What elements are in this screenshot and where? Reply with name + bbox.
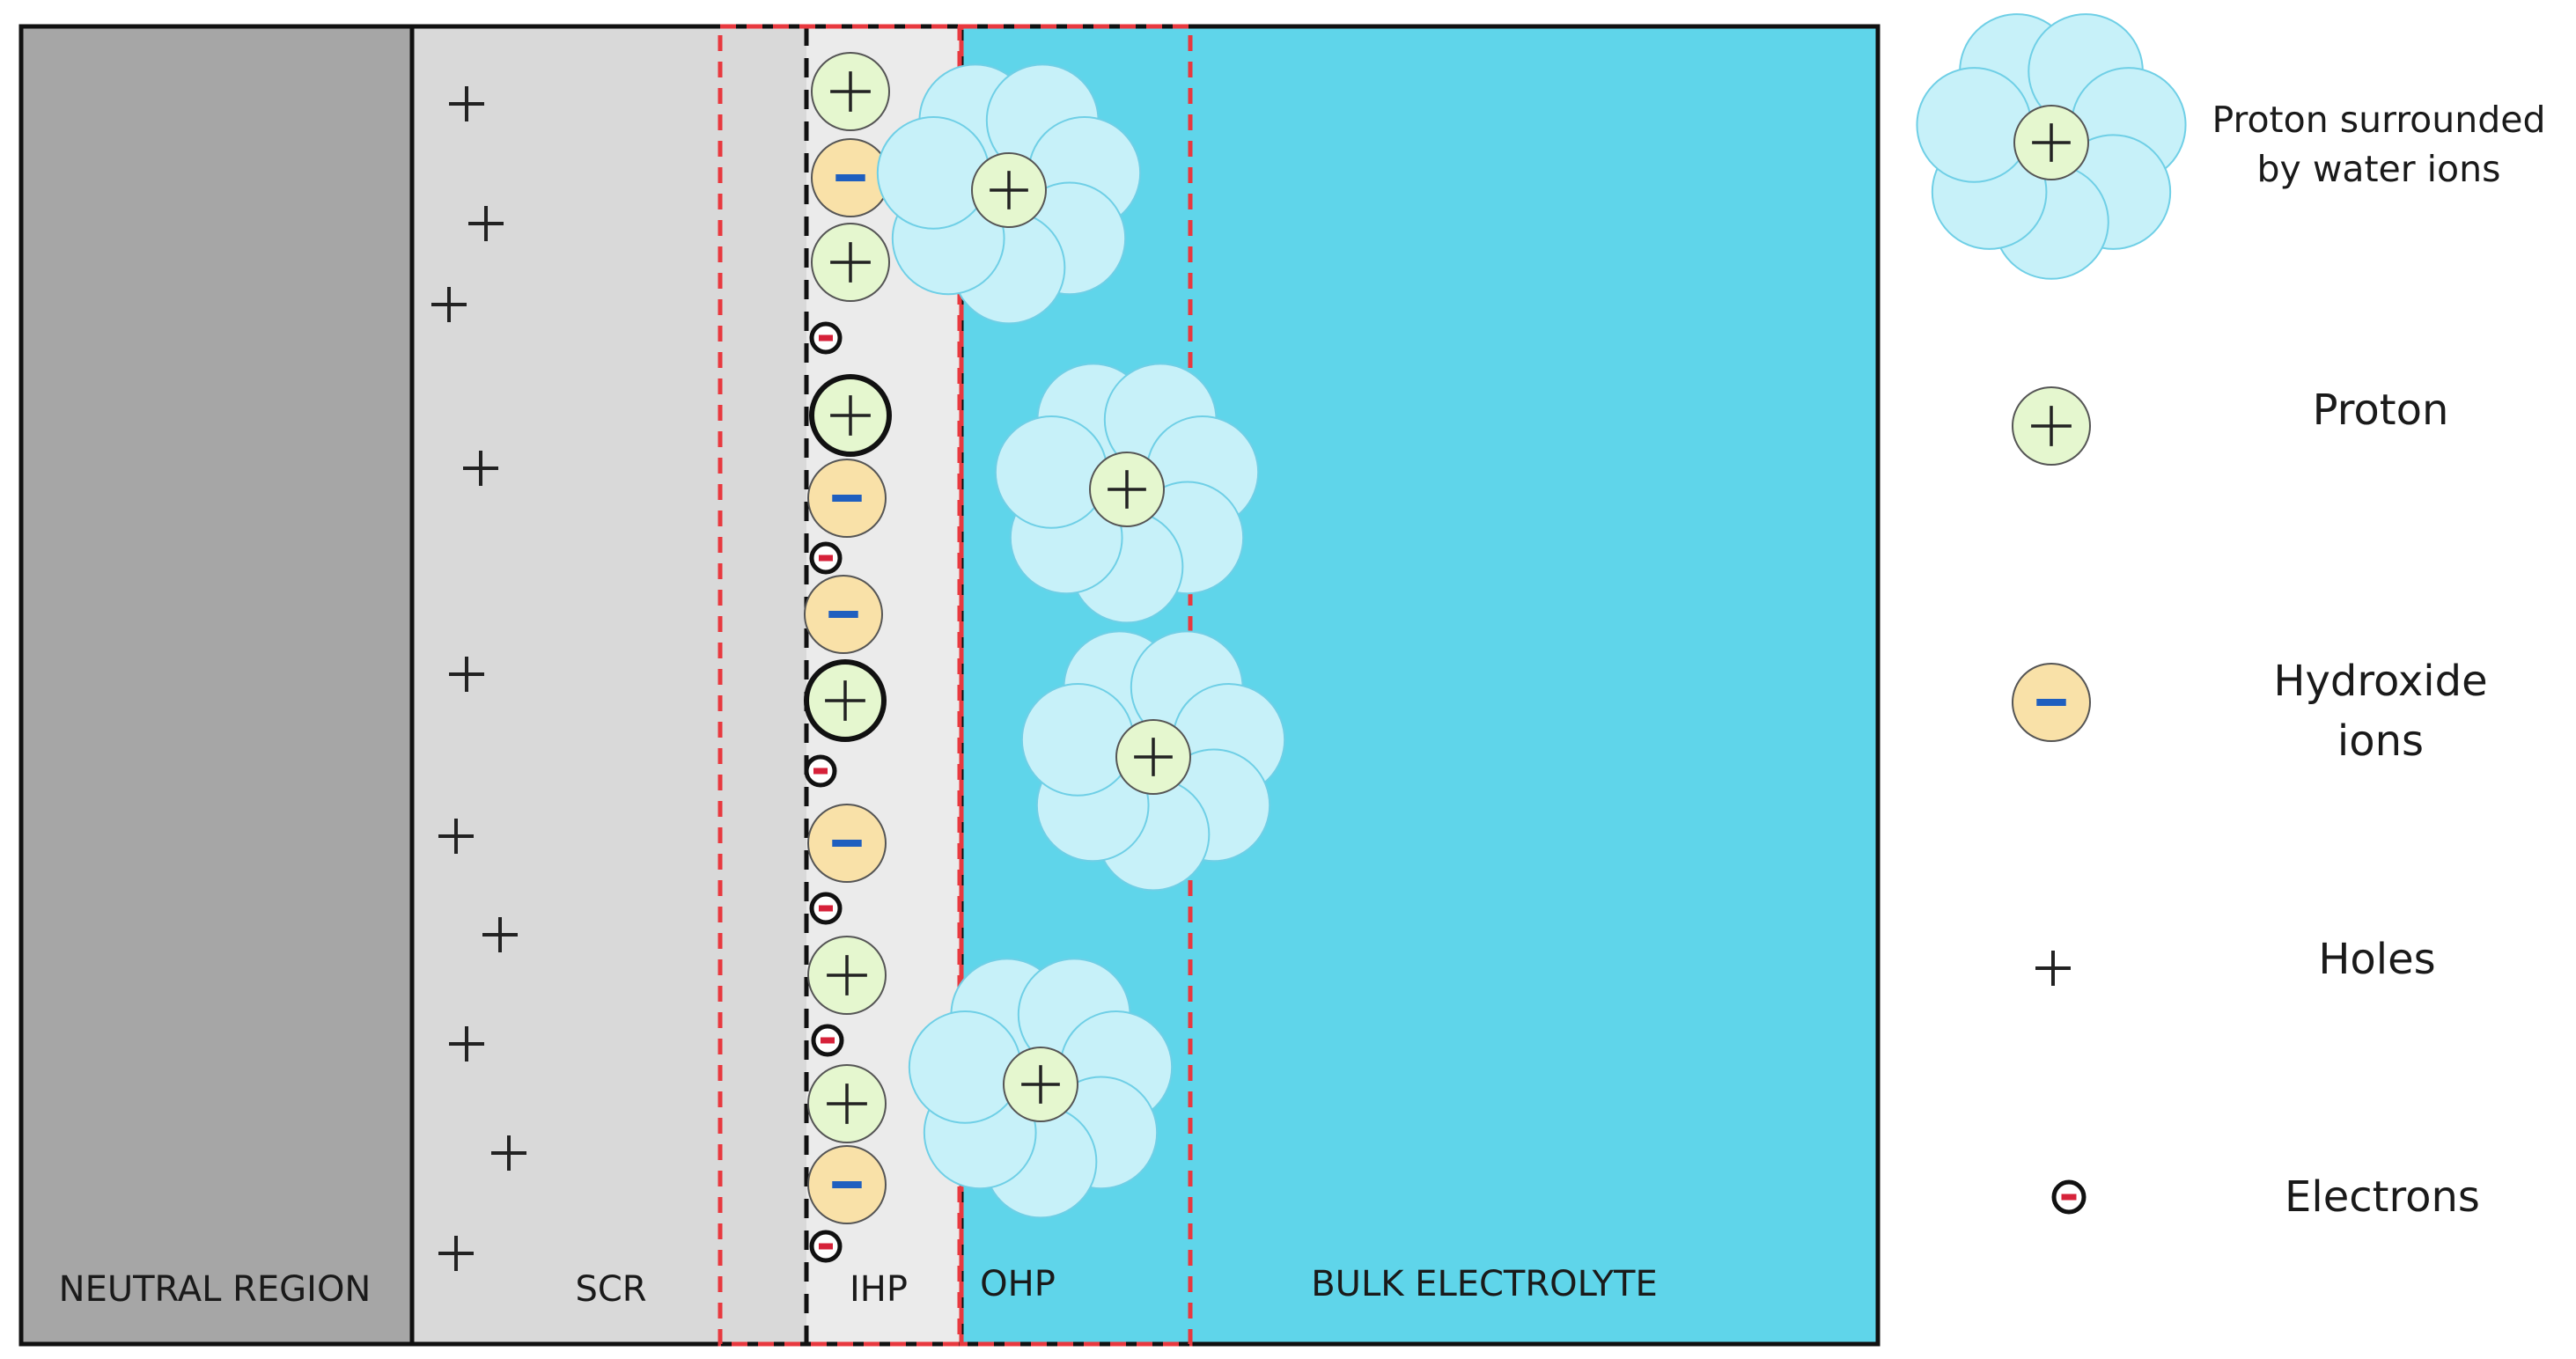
legend-proton-label: Proton <box>2313 386 2449 435</box>
hydrated-core-proton <box>971 152 1047 228</box>
ihp-proton <box>804 659 887 742</box>
scr-region <box>412 26 806 1344</box>
water-molecule <box>908 1010 1022 1124</box>
proton-plus <box>830 242 871 283</box>
ihp-label: IHP <box>850 1269 908 1310</box>
legend-proton <box>2012 386 2091 466</box>
neutral-region-label: NEUTRAL REGION <box>59 1269 372 1310</box>
surface-electron <box>804 754 837 788</box>
ihp-hydroxide <box>807 1145 887 1224</box>
proton-plus <box>827 1084 867 1124</box>
legend-holes-label: Holes <box>2318 935 2435 984</box>
hydrated-proton <box>908 958 1174 1219</box>
proton-plus <box>990 171 1028 209</box>
hole-icon <box>482 917 518 952</box>
hole-icon <box>449 1026 484 1061</box>
legend-hydrated-proton <box>1916 13 2187 280</box>
proton-plus <box>1108 470 1146 509</box>
proton-plus <box>830 71 871 112</box>
legend-hydrated-proton-line2: by water ions <box>2257 148 2501 190</box>
ihp-proton <box>811 52 890 131</box>
ihp-hydroxide <box>807 804 887 883</box>
ohp-dashed-box <box>959 24 1193 1347</box>
ihp-proton <box>809 374 892 457</box>
surface-electron <box>809 1230 843 1263</box>
hydrated-core-proton <box>1089 452 1165 527</box>
hydrated-proton <box>876 63 1142 325</box>
hydrated-core-proton <box>1003 1047 1078 1122</box>
proton-plus <box>827 955 867 995</box>
hole-icon <box>468 206 504 241</box>
legend-hole-icon <box>2035 951 2071 986</box>
proton-plus <box>825 680 865 721</box>
proton-plus <box>1134 738 1173 776</box>
hole-icon <box>463 451 498 486</box>
surface-electron <box>809 892 843 925</box>
legend-hole <box>2035 951 2071 986</box>
legend-proton-icon <box>2012 386 2091 466</box>
surface-electron <box>811 1024 844 1057</box>
ihp-proton <box>807 1064 887 1143</box>
hydrated-core-proton <box>2013 105 2089 180</box>
water-molecule <box>1020 683 1135 797</box>
ihp-proton <box>811 223 890 302</box>
hole-icon <box>491 1135 526 1171</box>
legend-electron <box>2051 1179 2087 1215</box>
electrons-group <box>804 321 844 1263</box>
water-molecule <box>1916 67 2033 183</box>
legend-electron-icon <box>2051 1179 2087 1215</box>
ihp-ions-group <box>804 52 892 1224</box>
water-molecule <box>876 116 990 230</box>
proton-plus <box>2032 123 2071 162</box>
hole-icon <box>431 287 467 322</box>
holes-group <box>431 86 526 1271</box>
ihp-hydroxide <box>804 575 883 654</box>
proton-plus <box>2031 406 2072 446</box>
proton-plus <box>830 395 871 436</box>
hole-icon <box>438 819 474 854</box>
hole-icon <box>449 657 484 692</box>
legend-hydroxide-line1: Hydroxide <box>2273 657 2487 706</box>
water-molecule <box>994 415 1108 529</box>
legend-hydroxide-icon <box>2012 663 2091 742</box>
legend-hydrated-proton-icon <box>1916 13 2187 280</box>
legend-hydrated-proton-line1: Proton surrounded <box>2212 99 2546 141</box>
ohp-label: OHP <box>980 1264 1056 1304</box>
legend: Proton surrounded by water ions Proton H… <box>1916 13 2546 1222</box>
hole-icon <box>438 1236 474 1271</box>
ihp-proton <box>807 936 887 1015</box>
legend-hydroxide <box>2012 663 2091 742</box>
scr-label: SCR <box>575 1269 646 1310</box>
proton-plus <box>1021 1065 1060 1104</box>
hydrated-protons-group <box>876 63 1286 1219</box>
hydrated-core-proton <box>1115 719 1191 795</box>
legend-electrons-label: Electrons <box>2285 1172 2480 1222</box>
neutral-region <box>21 26 412 1344</box>
hydrated-proton <box>994 363 1260 624</box>
legend-hydroxide-line2: ions <box>2337 716 2424 766</box>
hydrated-proton <box>1020 630 1286 892</box>
ihp-hydroxide <box>807 459 887 538</box>
surface-electron <box>809 541 843 575</box>
hole-icon <box>449 86 484 121</box>
bulk-electrolyte-label: BULK ELECTROLYTE <box>1311 1264 1658 1304</box>
surface-electron <box>809 321 843 355</box>
